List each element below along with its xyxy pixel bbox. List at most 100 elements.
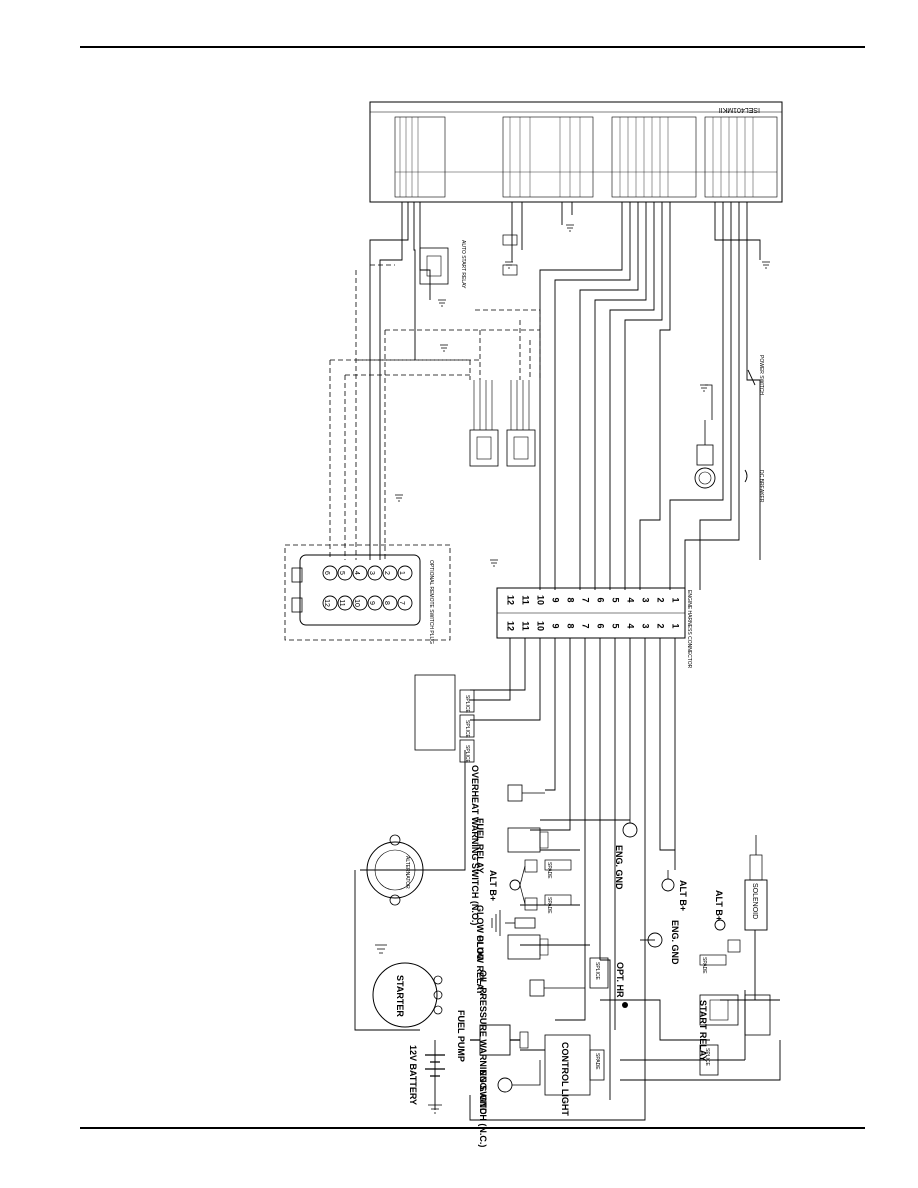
splice-lower-label: SPLICE <box>594 962 600 980</box>
alternator: ALTERNATOR <box>366 834 424 906</box>
battery: 12V BATTERY <box>408 1040 445 1114</box>
eng-gnd-2: ENG. GND <box>647 920 680 965</box>
power-switch-label: POWER SWITCH <box>758 355 764 395</box>
harness-pin-a-12: 12 <box>506 595 516 605</box>
glow-plug: GLOW PLUG <box>475 905 536 961</box>
spade-3-label: SPADE <box>701 957 707 974</box>
auto-start-relay: AUTO START RELAY <box>419 240 466 289</box>
alt-b-plus-3-label: ALT B+ <box>714 890 724 921</box>
harness-pin-a-10: 10 <box>536 595 546 605</box>
glow-relay-label: GLOW RELAY <box>475 935 485 995</box>
starter: STARTER <box>372 944 443 1028</box>
alternator-label: ALTERNATOR <box>404 856 410 889</box>
harness-pin-a-4: 4 <box>626 597 636 602</box>
remote-pin-2: 2 <box>383 571 390 575</box>
oil-pressure-switch: OIL PRESSURE WARNING SWITCH (N.C.) <box>478 970 585 1147</box>
remote-pin-7: 7 <box>398 601 405 605</box>
opt-hr-label: OPT. HR <box>615 962 625 998</box>
remote-plug-pins <box>322 565 413 611</box>
eng-gnd-3: ENG. GND <box>478 1060 541 1115</box>
harness-pin-a-2: 2 <box>656 597 666 602</box>
harness-pin-b-12: 12 <box>506 621 516 631</box>
ecm-wires <box>369 202 761 590</box>
auto-start-relay-label: AUTO START RELAY <box>460 240 466 289</box>
engine-wires <box>354 638 781 1121</box>
hour-meter <box>694 384 716 489</box>
remote-pin-10: 10 <box>353 599 360 607</box>
harness-pin-a-11: 11 <box>521 595 531 605</box>
start-relay-label: START RELAY <box>698 1000 708 1062</box>
solenoid: SOLENOID <box>744 835 768 931</box>
harness-pin-b-4: 4 <box>626 623 636 628</box>
splice-start: SPLICE <box>699 1044 719 1076</box>
eng-gnd-3-label: ENG. GND <box>478 1070 488 1115</box>
engine-harness-connector: ENGINE HARNESS CONNECTOR <box>496 587 692 669</box>
eng-gnd-1-label: ENG. GND <box>614 845 624 890</box>
fuel-relay: FUEL RELAY <box>475 818 549 874</box>
harness-pin-a-7: 7 <box>581 597 591 602</box>
remote-pin-4: 4 <box>353 571 360 575</box>
harness-connector-label: ENGINE HARNESS CONNECTOR <box>686 590 692 669</box>
spade-2-label: SPADE <box>546 897 552 914</box>
overheat-switch: OVERHEAT WARNING SWITCH (N.O.) <box>470 765 545 925</box>
harness-pin-a-9: 9 <box>551 597 561 602</box>
battery-label: 12V BATTERY <box>408 1045 418 1105</box>
fuel-pump: FUEL PUMP <box>456 1010 529 1062</box>
dc-breaker: DC BREAKER <box>744 469 764 503</box>
harness-pin-b-1: 1 <box>671 623 681 628</box>
alt-b-plus-2: ALT B+ <box>661 870 688 911</box>
starter-label: STARTER <box>395 975 405 1017</box>
fuel-relay-label: FUEL RELAY <box>475 818 485 874</box>
opt-hr: OPT. HR <box>615 962 628 1008</box>
harness-pin-a-1: 1 <box>671 597 681 602</box>
overheat-switch-label: OVERHEAT WARNING SWITCH (N.O.) <box>470 765 480 925</box>
harness-pin-a-5: 5 <box>611 597 621 602</box>
remote-pin-8: 8 <box>383 601 390 605</box>
harness-pin-b-9: 9 <box>551 623 561 628</box>
eng-gnd-2-label: ENG. GND <box>670 920 680 965</box>
top-rule <box>80 46 865 48</box>
ecm-module: ISEL401MKII <box>369 101 783 203</box>
remote-plug-label: OPTIONAL REMOTE SWITCH PLUG <box>428 560 434 644</box>
small-fuse-1 <box>502 234 518 246</box>
harness-pin-b-10: 10 <box>536 621 546 631</box>
dc-breaker-label: DC BREAKER <box>758 470 764 503</box>
splice-1-label: SPLICE <box>464 695 470 713</box>
remote-pin-9: 9 <box>368 601 375 605</box>
harness-pin-b-11: 11 <box>521 621 531 631</box>
remote-switch-plug: 12 11 10 9 8 7 6 5 4 3 2 1 OPTIONAL REMO… <box>291 554 434 644</box>
glow-relay: GLOW RELAY <box>475 934 549 995</box>
harness-pin-b-7: 7 <box>581 623 591 628</box>
bottom-rule <box>80 1127 865 1129</box>
eng-gnd-1: ENG. GND <box>614 800 638 890</box>
harness-pin-a-8: 8 <box>566 597 576 602</box>
glow-plug-label: GLOW PLUG <box>475 905 485 961</box>
small-fuse-2 <box>502 264 518 276</box>
harness-pin-b-3: 3 <box>641 623 651 628</box>
remote-pin-12: 12 <box>323 599 330 607</box>
remote-pin-6: 6 <box>323 571 330 575</box>
splice-2-label: SPLICE <box>464 720 470 738</box>
splice-3-label: SPLICE <box>464 745 470 763</box>
spade-control-label: SPADE <box>594 1053 600 1070</box>
fuel-pump-label: FUEL PUMP <box>456 1010 466 1062</box>
alt-b-plus-3: ALT B+ SPADE <box>699 890 741 974</box>
splice-blocks: SPLICE SPLICE SPLICE <box>414 674 475 763</box>
harness-pin-a-3: 3 <box>641 597 651 602</box>
harness-pin-b-2: 2 <box>656 623 666 628</box>
start-relay: START RELAY <box>698 994 771 1062</box>
remote-pin-3: 3 <box>368 571 375 575</box>
ecm-title: ISEL401MKII <box>719 106 760 113</box>
remote-pin-5: 5 <box>338 571 345 575</box>
control-light-label: CONTROL LIGHT <box>560 1042 570 1116</box>
control-light: CONTROL LIGHT SPADE <box>544 1034 605 1116</box>
alt-b-plus-1-label: ALT B+ <box>488 870 498 901</box>
harness-pin-b-8: 8 <box>566 623 576 628</box>
spade-1-label: SPADE <box>546 862 552 879</box>
harness-pin-b-5: 5 <box>611 623 621 628</box>
harness-pin-a-6: 6 <box>596 597 606 602</box>
alt-b-plus-1: ALT B+ SPADE SPADE <box>488 859 572 914</box>
power-switch: POWER SWITCH <box>747 355 764 395</box>
alt-b-plus-2-label: ALT B+ <box>678 880 688 911</box>
